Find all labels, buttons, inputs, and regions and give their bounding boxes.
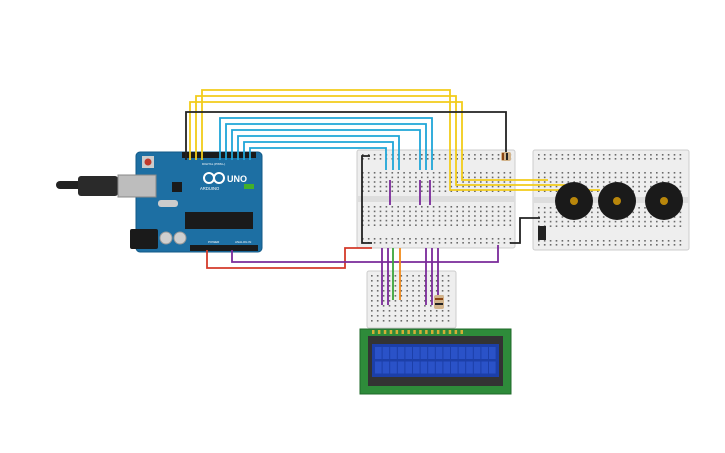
- power-jack: [130, 229, 158, 249]
- breadboard-main[interactable]: [356, 149, 516, 249]
- piezo-buzzer-icon[interactable]: [598, 182, 636, 220]
- transistor-icon[interactable]: [538, 226, 546, 240]
- resistor-icon[interactable]: [501, 152, 511, 161]
- brand-label: ARDUINO: [200, 186, 220, 191]
- digital-header: [182, 152, 256, 158]
- lcd-pin-header: [372, 330, 463, 334]
- usb-jack: [117, 174, 157, 198]
- wire-yellow[interactable]: [189, 89, 600, 191]
- power-label: POWER: [208, 240, 220, 244]
- wires: [185, 89, 600, 305]
- buzzer-group: [555, 182, 683, 220]
- piezo-buzzer-icon[interactable]: [645, 182, 683, 220]
- lcd-16x2-icon[interactable]: [359, 328, 512, 395]
- wire-cyan[interactable]: [219, 117, 433, 170]
- piezo-buzzer-icon[interactable]: [555, 182, 593, 220]
- usb-plug: [78, 176, 118, 196]
- analog-label: ANALOG IN: [235, 240, 251, 244]
- arduino-logo-icon: [203, 172, 225, 184]
- arduino-uno-board[interactable]: UNO ARDUINO DIGITAL (PWM~) POWER ANALOG …: [56, 151, 263, 253]
- uno-label: UNO: [227, 174, 247, 184]
- lcd-character-cells: [375, 347, 496, 374]
- breadboard-holes: [362, 154, 682, 322]
- wire-purple[interactable]: [231, 180, 499, 305]
- digital-label: DIGITAL (PWM~): [202, 162, 225, 166]
- power-analog-header: [190, 245, 258, 251]
- wire-red[interactable]: [206, 247, 372, 269]
- resistor-icon[interactable]: [434, 295, 444, 309]
- atmega-chip: [185, 212, 253, 229]
- wire-black[interactable]: [185, 111, 540, 244]
